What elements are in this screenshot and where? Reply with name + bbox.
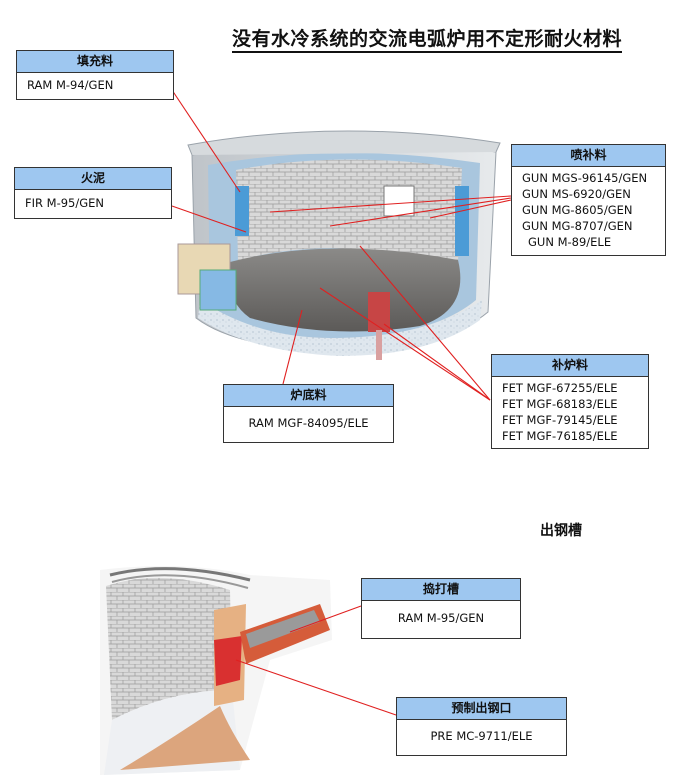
arc-furnace-cutaway bbox=[177, 130, 501, 360]
leader-lines-furnace bbox=[171, 89, 512, 401]
page-title: 没有水冷系统的交流电弧炉用不定形耐火材料 bbox=[232, 24, 623, 53]
mortar-box: 火泥 FIR M-95/GEN bbox=[14, 167, 172, 219]
repair-mix-item: FET MGF-79145/ELE bbox=[502, 413, 618, 427]
gunning-mix-item: GUN MG-8605/GEN bbox=[522, 203, 633, 217]
hearth-material-item: RAM MGF-84095/ELE bbox=[248, 416, 369, 430]
gunning-mix-item: GUN MS-6920/GEN bbox=[522, 187, 631, 201]
fill-material-item: RAM M-94/GEN bbox=[27, 78, 114, 92]
tapping-trough-title: 出钢槽 bbox=[540, 523, 582, 539]
repair-mix-item: FET MGF-68183/ELE bbox=[502, 397, 618, 411]
gunning-mix-header: 喷补料 bbox=[512, 145, 665, 167]
gunning-mix-item: GUN MG-8707/GEN bbox=[522, 219, 633, 233]
tapping-trough-illustration bbox=[100, 566, 332, 775]
hearth-material-header: 炉底料 bbox=[224, 385, 393, 407]
precast-taphole-box: 预制出钢口 PRE MC-9711/ELE bbox=[396, 697, 567, 756]
repair-mix-item: FET MGF-76185/ELE bbox=[502, 429, 618, 443]
ramming-trough-header: 捣打槽 bbox=[362, 579, 520, 601]
repair-mix-item: FET MGF-67255/ELE bbox=[502, 381, 618, 395]
repair-mix-header: 补炉料 bbox=[492, 355, 648, 377]
mortar-item: FIR M-95/GEN bbox=[25, 196, 105, 210]
precast-taphole-header: 预制出钢口 bbox=[397, 698, 566, 720]
gunning-mix-item: GUN M-89/ELE bbox=[528, 235, 612, 249]
fill-material-header: 填充料 bbox=[17, 51, 173, 73]
gunning-mix-item: GUN MGS-96145/GEN bbox=[522, 171, 648, 185]
hearth-material-box: 炉底料 RAM MGF-84095/ELE bbox=[223, 384, 394, 443]
ramming-trough-item: RAM M-95/GEN bbox=[397, 611, 485, 625]
gunning-mix-box: 喷补料 GUN MGS-96145/GEN GUN MS-6920/GEN GU… bbox=[511, 144, 666, 256]
precast-taphole-item: PRE MC-9711/ELE bbox=[430, 729, 533, 743]
mortar-header: 火泥 bbox=[15, 168, 171, 190]
ramming-trough-box: 捣打槽 RAM M-95/GEN bbox=[361, 578, 521, 639]
fill-material-box: 填充料 RAM M-94/GEN bbox=[16, 50, 174, 100]
repair-mix-box: 补炉料 FET MGF-67255/ELE FET MGF-68183/ELE … bbox=[491, 354, 649, 449]
leader-lines-trough bbox=[235, 605, 397, 716]
